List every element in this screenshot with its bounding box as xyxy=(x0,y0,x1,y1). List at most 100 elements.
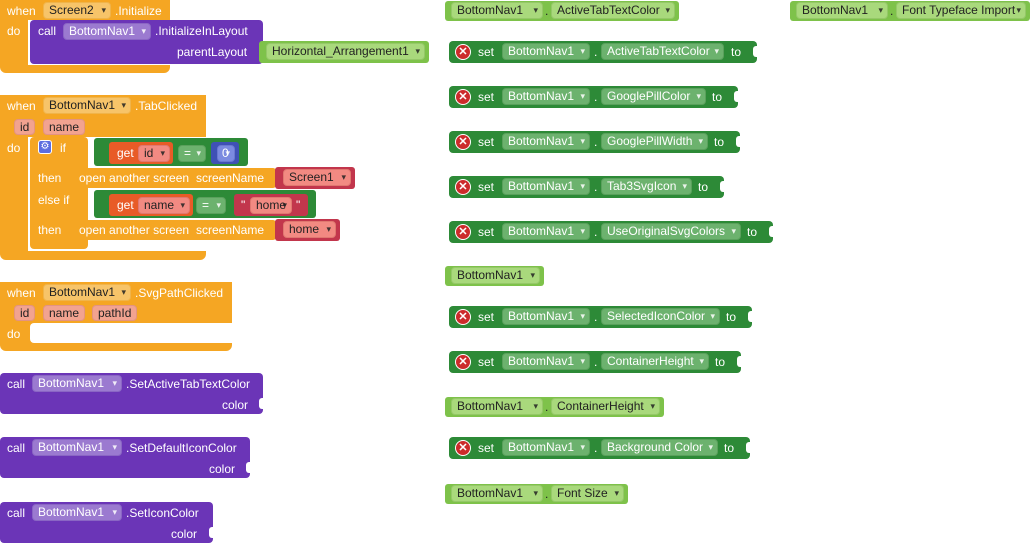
to-keyword: to xyxy=(726,310,737,324)
event-name: .SvgPathClicked xyxy=(135,286,224,300)
to-keyword: to xyxy=(714,135,725,149)
x-icon[interactable]: ✕ xyxy=(455,440,471,456)
x-icon[interactable]: ✕ xyxy=(455,354,471,370)
param-label: color xyxy=(171,527,198,541)
dot-separator: . xyxy=(594,310,598,324)
open-screen-block-2[interactable] xyxy=(70,220,276,240)
component-dropdown[interactable]: BottomNav1 xyxy=(502,308,590,325)
number-value[interactable]: 0 xyxy=(217,145,235,162)
do-keyword: do xyxy=(7,141,21,155)
to-keyword: to xyxy=(715,355,726,369)
input-socket[interactable] xyxy=(769,226,774,237)
text-value[interactable]: home xyxy=(250,197,292,214)
set-keyword: set xyxy=(478,90,495,104)
x-icon[interactable]: ✕ xyxy=(455,89,471,105)
open-screen-block-1[interactable] xyxy=(70,168,276,188)
set-keyword: set xyxy=(478,310,495,324)
property-dropdown[interactable]: GooglePillColor xyxy=(601,88,706,105)
if-keyword: if xyxy=(60,141,66,155)
set-keyword: set xyxy=(478,225,495,239)
component-dropdown[interactable]: BottomNav1 xyxy=(502,353,590,370)
x-icon[interactable]: ✕ xyxy=(455,179,471,195)
when-keyword: when xyxy=(7,99,36,113)
param-label: color xyxy=(222,398,249,412)
property-dropdown[interactable]: Font Typeface Import xyxy=(896,2,1026,19)
component-dropdown[interactable]: BottomNav1 xyxy=(451,267,540,284)
call-keyword: call xyxy=(38,24,57,38)
param-name[interactable]: name xyxy=(43,119,86,135)
when-keyword: when xyxy=(7,4,36,18)
component-dropdown[interactable]: BottomNav1 xyxy=(502,88,590,105)
component-dropdown[interactable]: BottomNav1 xyxy=(43,97,131,114)
dot-separator: . xyxy=(594,45,598,59)
x-icon[interactable]: ✕ xyxy=(455,224,471,240)
property-dropdown[interactable]: GooglePillWidth xyxy=(601,133,708,150)
method-name: .SetActiveTabTextColor xyxy=(126,377,251,391)
param-path-id[interactable]: pathId xyxy=(92,305,138,321)
var-dropdown[interactable]: id xyxy=(138,145,170,162)
open-screen-label: open another screen xyxy=(79,171,190,185)
component-dropdown[interactable]: BottomNav1 xyxy=(451,398,543,415)
param-id[interactable]: id xyxy=(14,305,36,321)
component-dropdown[interactable]: BottomNav1 xyxy=(502,178,590,195)
component-dropdown[interactable]: BottomNav1 xyxy=(32,439,122,456)
component-dropdown[interactable]: BottomNav1 xyxy=(451,2,543,19)
set-keyword: set xyxy=(478,45,495,59)
component-dropdown[interactable]: BottomNav1 xyxy=(502,43,590,60)
input-socket[interactable] xyxy=(209,527,214,538)
to-keyword: to xyxy=(698,180,709,194)
component-dropdown[interactable]: BottomNav1 xyxy=(502,133,590,150)
component-dropdown[interactable]: BottomNav1 xyxy=(43,284,131,301)
property-dropdown[interactable]: ContainerHeight xyxy=(551,398,660,415)
var-dropdown[interactable]: name xyxy=(138,197,190,214)
dot-separator: . xyxy=(545,4,549,18)
input-socket[interactable] xyxy=(734,91,739,102)
property-dropdown[interactable]: Font Size xyxy=(551,485,624,502)
property-dropdown[interactable]: ActiveTabTextColor xyxy=(551,2,675,19)
input-socket[interactable] xyxy=(246,462,251,473)
operator-dropdown[interactable]: = xyxy=(178,145,206,162)
property-dropdown[interactable]: ContainerHeight xyxy=(601,353,709,370)
gear-icon[interactable]: ⚙ xyxy=(38,140,52,154)
component-dropdown[interactable]: BottomNav1 xyxy=(796,2,888,19)
dot-separator: . xyxy=(594,135,598,149)
property-dropdown[interactable]: SelectedIconColor xyxy=(601,308,720,325)
dot-separator: . xyxy=(890,4,894,18)
property-dropdown[interactable]: Background Color xyxy=(601,439,718,456)
x-icon[interactable]: ✕ xyxy=(455,134,471,150)
quote-close: " xyxy=(296,198,301,212)
arrangement-dropdown[interactable]: Horizontal_Arrangement1 xyxy=(266,43,425,60)
component-dropdown[interactable]: BottomNav1 xyxy=(451,485,543,502)
component-dropdown[interactable]: BottomNav1 xyxy=(502,439,590,456)
input-socket[interactable] xyxy=(720,181,725,192)
x-icon[interactable]: ✕ xyxy=(455,44,471,60)
property-dropdown[interactable]: ActiveTabTextColor xyxy=(601,43,724,60)
input-socket[interactable] xyxy=(748,311,753,322)
dot-separator: . xyxy=(594,90,598,104)
component-dropdown[interactable]: BottomNav1 xyxy=(502,223,590,240)
component-dropdown[interactable]: BottomNav1 xyxy=(63,23,151,40)
component-dropdown[interactable]: BottomNav1 xyxy=(32,504,122,521)
quote-open: " xyxy=(241,198,246,212)
input-socket[interactable] xyxy=(753,46,758,57)
dot-separator: . xyxy=(594,180,598,194)
param-name[interactable]: name xyxy=(43,305,86,321)
set-keyword: set xyxy=(478,135,495,149)
input-socket[interactable] xyxy=(746,442,751,453)
input-socket[interactable] xyxy=(737,356,742,367)
property-dropdown[interactable]: UseOriginalSvgColors xyxy=(601,223,741,240)
property-dropdown[interactable]: Tab3SvgIcon xyxy=(601,178,692,195)
screen-dropdown[interactable]: Screen1 xyxy=(283,169,351,186)
input-socket[interactable] xyxy=(259,398,264,409)
param-id[interactable]: id xyxy=(14,119,36,135)
screen-dropdown[interactable]: home xyxy=(283,221,336,238)
x-icon[interactable]: ✕ xyxy=(455,309,471,325)
input-socket[interactable] xyxy=(736,136,741,147)
screen-name-param: screenName xyxy=(196,171,265,185)
operator-dropdown[interactable]: = xyxy=(196,197,226,214)
to-keyword: to xyxy=(731,45,742,59)
component-dropdown[interactable]: BottomNav1 xyxy=(32,375,122,392)
method-name: .SetDefaultIconColor xyxy=(126,441,237,455)
dot-separator: . xyxy=(545,400,549,414)
screen-dropdown[interactable]: Screen2 xyxy=(43,2,111,19)
